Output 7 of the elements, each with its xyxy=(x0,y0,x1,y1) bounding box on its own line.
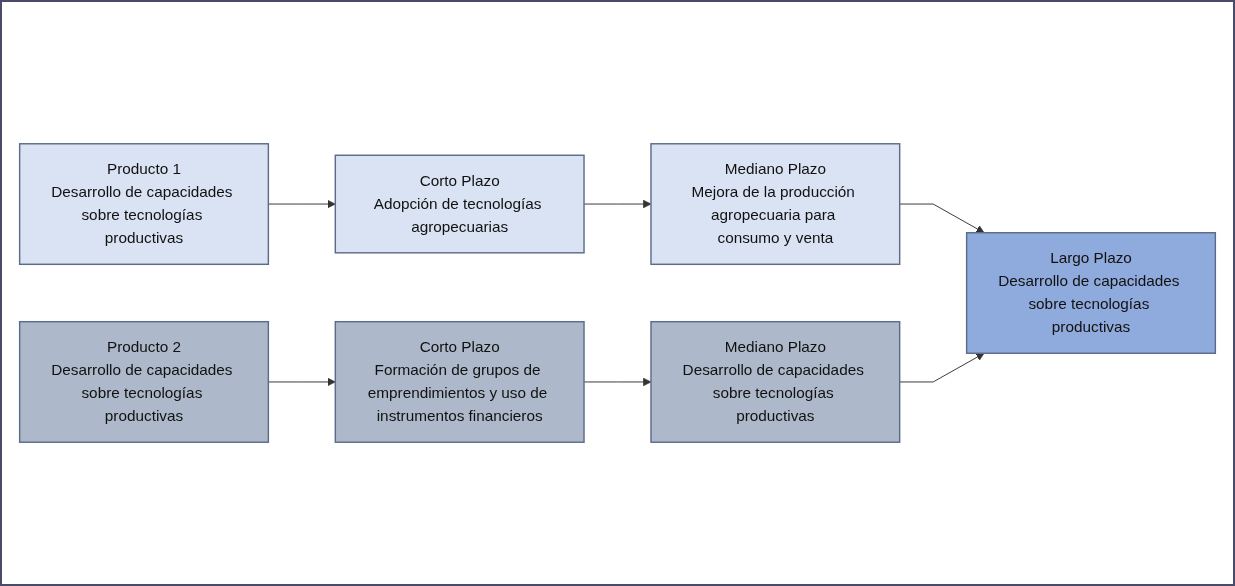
node-box: Largo Plazo Desarrollo de capacidades sobre tecnologías productivas xyxy=(965,232,1217,354)
node-box: Corto Plazo Adopción de tecnologías agropecuarias xyxy=(334,154,585,254)
node-box: Mediano Plazo Desarrollo de capacidades sobre tecnologías productivas xyxy=(650,321,901,443)
node-box: Mediano Plazo Mejora de la producción agropecuaria para consumo y venta xyxy=(650,143,901,265)
node-box: Producto 2 Desarrollo de capacidades sobre tecnologías productivas xyxy=(18,321,270,443)
node-box: Corto Plazo Formación de grupos de emprendimientos y uso de instrumentos financieros xyxy=(334,321,585,443)
node-box: Producto 1 Desarrollo de capacidades sobre tecnologías productivas xyxy=(18,143,270,265)
